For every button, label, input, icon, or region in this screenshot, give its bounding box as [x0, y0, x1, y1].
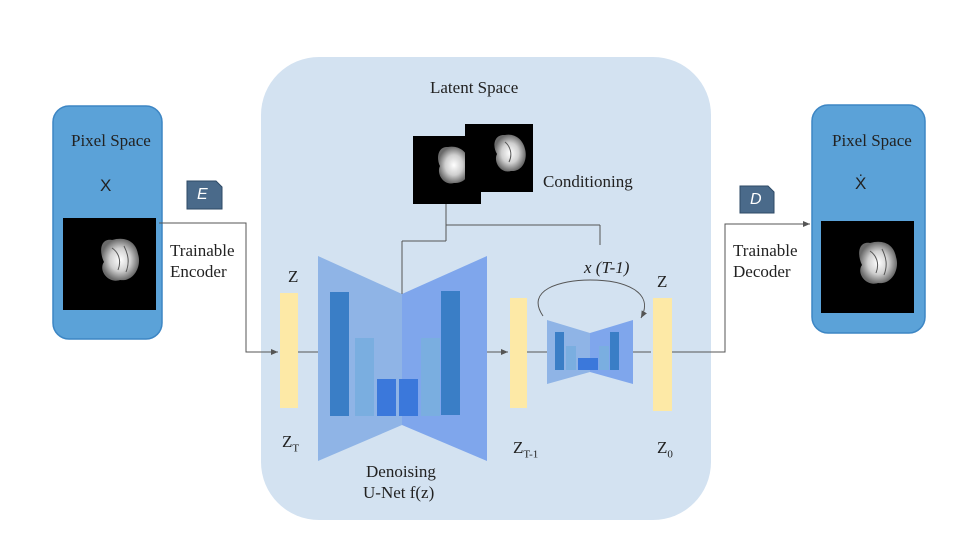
conditioning-label: Conditioning: [543, 172, 633, 191]
pixel-space-input-label: Pixel Space: [71, 131, 151, 150]
zt-subscript: T: [292, 442, 300, 455]
unet-bar: [355, 338, 374, 416]
encoder-connector: [159, 222, 278, 355]
small-unet-bar: [578, 358, 598, 370]
latent-z-label-right: Z: [657, 272, 668, 291]
unet-bar: [441, 291, 460, 415]
latent-bar-zt-1: [510, 298, 527, 408]
encoder-badge: E: [197, 186, 208, 203]
unet-bar: [399, 379, 418, 416]
unet-bar: [377, 379, 396, 416]
small-unet-bar: [599, 346, 609, 370]
input-image: [63, 218, 156, 310]
latent-bar-z0: [653, 298, 672, 411]
decoder-badge-shape: [739, 185, 775, 214]
small-unet-bar: [610, 332, 619, 370]
encoder-label-line2: Encoder: [170, 262, 227, 281]
zt1-base: Z: [513, 438, 524, 457]
loop-arrow: [537, 279, 647, 319]
latent-space-label: Latent Space: [430, 78, 519, 97]
zt-base: Z: [282, 432, 293, 451]
z0-subscript: 0: [667, 448, 673, 461]
small-unet-bar: [566, 346, 576, 370]
conditioning-images: [413, 124, 533, 204]
unet-label-line1: Denoising: [366, 462, 436, 481]
pixel-space-output-label: Pixel Space: [832, 131, 912, 150]
loop-label: x (T-1): [584, 258, 630, 277]
output-image: [821, 221, 914, 313]
encoder-label-line1: Trainable: [170, 241, 235, 260]
encoder-badge-shape: [186, 180, 223, 210]
latent-bar-zt: [280, 293, 298, 408]
unet-bar: [421, 338, 440, 416]
decoder-connector: [672, 221, 810, 353]
decoder-badge: D: [750, 191, 762, 208]
input-symbol-x: X: [100, 176, 112, 195]
unet-bar: [330, 292, 349, 416]
latent-zt1-label: ZT-1: [513, 438, 538, 464]
latent-z-label-left: Z: [288, 267, 299, 286]
output-symbol-x-hat: Ẋ: [855, 174, 867, 193]
decoder-label-line1: Trainable: [733, 241, 798, 260]
decoder-label-line2: Decoder: [733, 262, 791, 281]
zt1-subscript: T-1: [523, 448, 539, 461]
latent-zt-label: ZT: [282, 432, 299, 458]
latent-z0-label: Z0: [657, 438, 673, 464]
small-unet-bar: [555, 332, 564, 370]
unet-label-line2: U-Net f(z): [363, 483, 435, 502]
z0-base: Z: [657, 438, 668, 457]
